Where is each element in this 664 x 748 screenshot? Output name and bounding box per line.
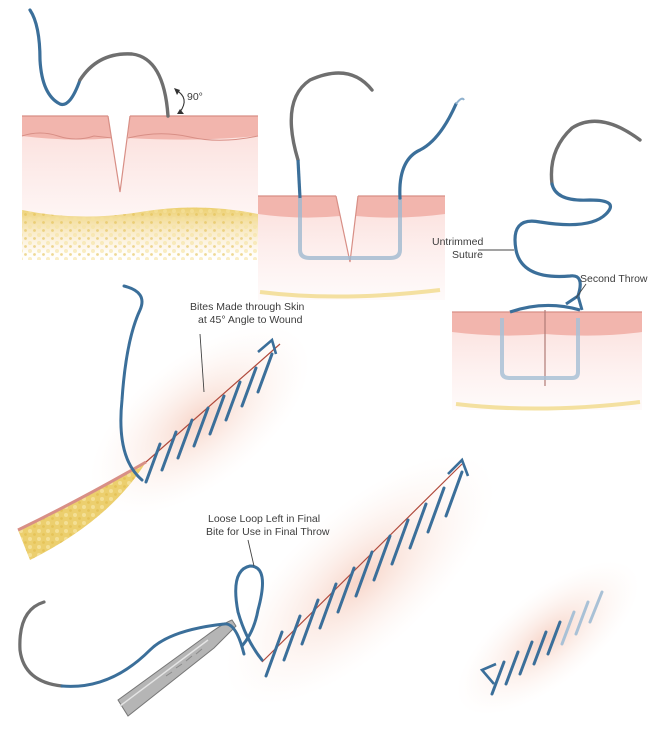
loose-loop-label-2: Bite for Use in Final Throw [206,526,330,538]
panel-needle-entry: 90° [21,8,259,260]
bites-label-2: at 45° Angle to Wound [198,314,303,326]
loose-loop-label: Loose Loop Left in Final [208,513,320,525]
panel-completed-run [456,561,640,715]
panel-final-loop: Loose Loop Left in Final Bite for Use in… [18,454,495,717]
untrimmed-suture-label: Untrimmed [432,236,484,248]
bites-label: Bites Made through Skin [190,301,305,313]
panel-running-bites: Bites Made through Skin at 45° Angle to … [17,284,310,560]
second-throw-label: Second Throw [580,273,648,285]
needle-holder-icon [117,619,237,717]
panel-first-bite [258,71,465,300]
angle-label: 90° [187,91,203,103]
needle-icon [18,600,64,688]
needle-icon [289,71,374,162]
panel-second-throw: Untrimmed Suture Second Throw [432,119,648,411]
untrimmed-suture-label-2: Suture [452,249,483,261]
needle-icon [78,52,170,118]
